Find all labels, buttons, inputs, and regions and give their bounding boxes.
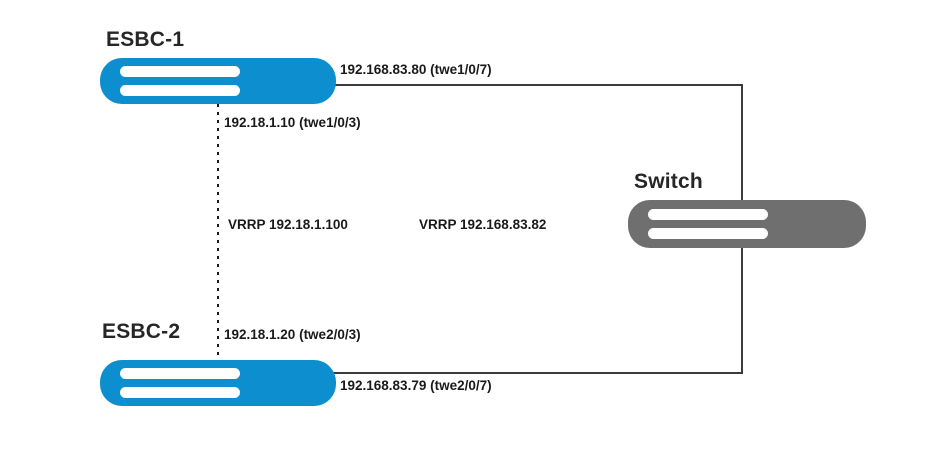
device-esbc1[interactable] bbox=[100, 58, 336, 104]
interface-label-esbc2-inside: 192.18.1.20 (twe2/0/3) bbox=[224, 327, 361, 342]
interface-label-esbc2-outside: 192.168.83.79 (twe2/0/7) bbox=[340, 378, 492, 393]
interface-label-esbc1-inside: 192.18.1.10 (twe1/0/3) bbox=[224, 115, 361, 130]
device-slot-icon bbox=[120, 66, 240, 77]
vrrp-label-outside: VRRP 192.168.83.82 bbox=[419, 217, 547, 232]
device-slot-icon bbox=[120, 387, 240, 398]
link-esbc1-to-switch bbox=[333, 84, 743, 224]
link-esbc2-to-switch bbox=[333, 224, 743, 374]
device-switch[interactable] bbox=[628, 200, 866, 248]
device-slot-icon bbox=[120, 368, 240, 379]
vrrp-label-inside: VRRP 192.18.1.100 bbox=[228, 217, 348, 232]
device-esbc2[interactable] bbox=[100, 360, 336, 406]
node-title-switch: Switch bbox=[634, 170, 703, 193]
device-slot-icon bbox=[120, 85, 240, 96]
node-title-esbc2: ESBC-2 bbox=[102, 320, 181, 343]
device-slot-icon bbox=[648, 209, 768, 220]
device-slot-icon bbox=[648, 228, 768, 239]
node-title-esbc1: ESBC-1 bbox=[106, 28, 185, 51]
interface-label-esbc1-outside: 192.168.83.80 (twe1/0/7) bbox=[340, 62, 492, 77]
